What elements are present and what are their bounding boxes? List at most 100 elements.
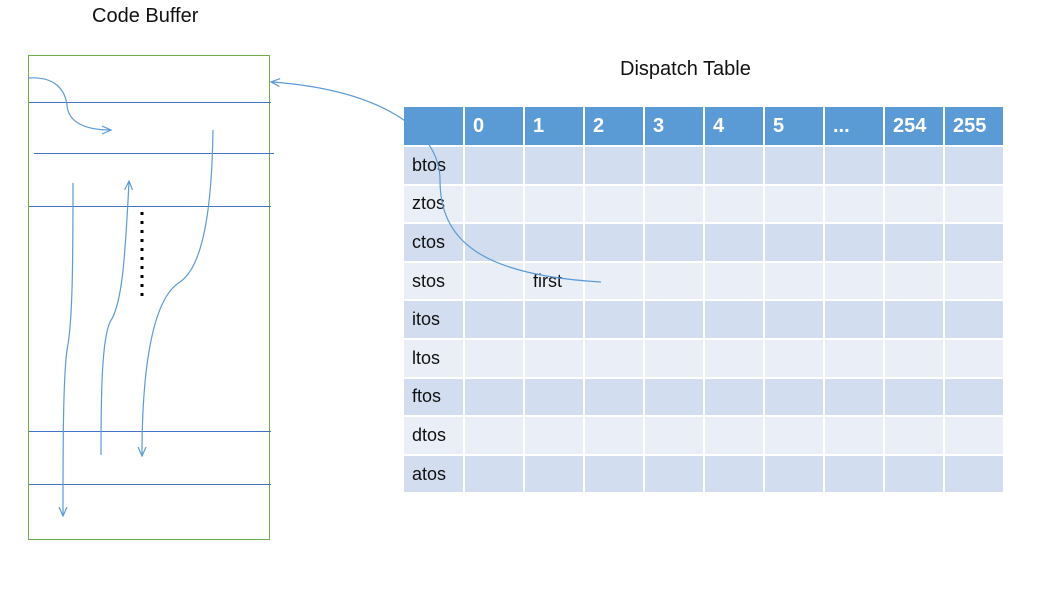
table-row: dtos [404,416,1005,456]
table-cell [524,416,585,456]
table-cell: first [524,261,585,302]
row-label: dtos [404,416,465,456]
table-cell [764,146,825,186]
table-cell [704,300,765,340]
table-cell [464,184,525,225]
code-buffer-divider [29,102,271,103]
table-cell [524,300,585,340]
table-cell [824,223,885,263]
table-cell [824,146,885,186]
row-label: ztos [404,184,465,225]
column-header: 4 [704,107,765,147]
column-header: 0 [464,107,525,147]
table-row: btos [404,146,1005,186]
table-cell [464,261,525,302]
table-cell [584,377,645,418]
table-cell [884,377,945,418]
row-label: ltos [404,338,465,379]
table-cell [584,416,645,456]
table-cell [824,184,885,225]
table-cell [584,454,645,495]
table-cell [944,184,1005,225]
table-cell [644,300,705,340]
table-cell [884,338,945,379]
table-row: ltos [404,338,1005,379]
table-cell [644,416,705,456]
table-row: atos [404,454,1005,495]
table-cell [464,300,525,340]
column-header: 2 [584,107,645,147]
table-header-row: 0 1 2 3 4 5 ... 254 255 [404,107,1005,147]
table-cell [824,261,885,302]
table-row: ftos [404,377,1005,418]
table-cell [944,146,1005,186]
table-cell [644,338,705,379]
table-cell [764,184,825,225]
table-cell [644,223,705,263]
table-cell [704,223,765,263]
row-label: ctos [404,223,465,263]
row-label: ftos [404,377,465,418]
table-cell [704,184,765,225]
table-cell [464,377,525,418]
code-buffer-divider [29,431,271,432]
table-cell [584,338,645,379]
table-cell [704,261,765,302]
code-buffer-divider [29,206,271,207]
table-cell [464,146,525,186]
table-cell [464,338,525,379]
table-cell [584,223,645,263]
table-cell [524,377,585,418]
code-buffer-divider [34,153,274,154]
table-cell [704,454,765,495]
table-cell [644,146,705,186]
table-cell [884,146,945,186]
table-cell [944,261,1005,302]
column-header: ... [824,107,885,147]
table-cell [764,377,825,418]
code-buffer-divider [29,484,271,485]
table-cell [884,223,945,263]
table-cell [464,454,525,495]
table-cell [944,300,1005,340]
column-header: 3 [644,107,705,147]
column-header: 254 [884,107,945,147]
table-cell [764,416,825,456]
code-buffer-title: Code Buffer [92,5,199,27]
table-cell [584,184,645,225]
table-cell [944,338,1005,379]
table-cell [824,454,885,495]
column-header [404,107,465,147]
table-cell [704,146,765,186]
column-header: 255 [944,107,1005,147]
table-cell [764,223,825,263]
row-label: atos [404,454,465,495]
table-cell [764,454,825,495]
table-row: itos [404,300,1005,340]
table-cell [884,184,945,225]
table-cell [704,377,765,418]
table-cell [824,300,885,340]
table-row: ctos [404,223,1005,263]
column-header: 1 [524,107,585,147]
table-cell [764,338,825,379]
dispatch-table-title: Dispatch Table [620,58,751,80]
table-cell [884,454,945,495]
table-cell [644,261,705,302]
table-cell [764,261,825,302]
table-cell [524,146,585,186]
table-cell [524,338,585,379]
column-header: 5 [764,107,825,147]
table-cell [704,416,765,456]
table-cell [824,377,885,418]
row-label: itos [404,300,465,340]
table-cell [944,416,1005,456]
table-cell [884,261,945,302]
table-cell [644,454,705,495]
table-cell [524,454,585,495]
code-buffer [28,55,274,540]
table-cell [944,223,1005,263]
table-row: ztos [404,184,1005,225]
